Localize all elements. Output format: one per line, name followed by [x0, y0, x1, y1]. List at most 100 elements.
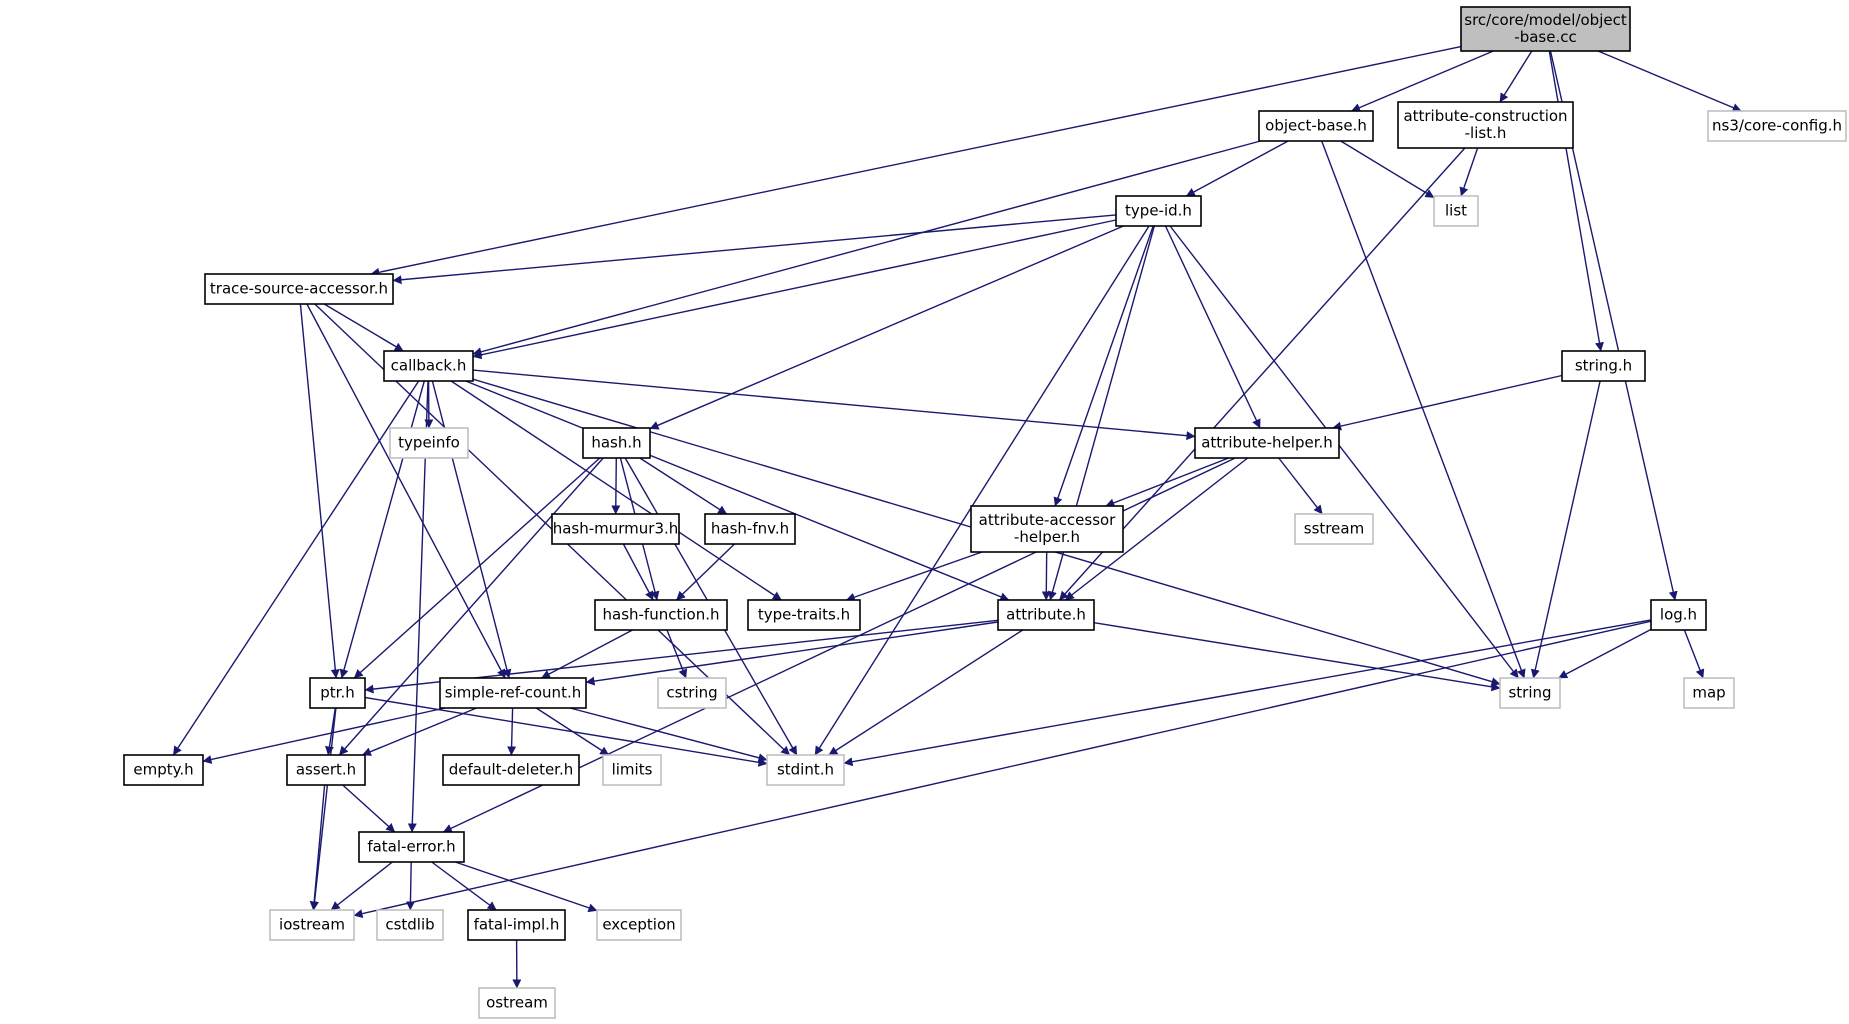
edge-object_base_h-to-string — [1321, 140, 1526, 679]
edge-simple_ref-to-stdint — [569, 707, 768, 763]
edge-root-to-core_config — [1597, 50, 1742, 112]
edge-log-to-string — [1558, 628, 1652, 679]
node-box — [596, 909, 682, 941]
node-attr_construction[interactable]: attribute-construction-list.h — [1397, 101, 1574, 149]
edge-attribute-to-string — [1093, 622, 1501, 692]
node-simple_ref[interactable]: simple-ref-count.h — [439, 677, 587, 709]
node-attr_accessor[interactable]: attribute-accessor-helper.h — [970, 505, 1124, 553]
node-cstdlib[interactable]: cstdlib — [376, 909, 444, 941]
edge-object_base_h-to-type_id — [1185, 140, 1289, 197]
node-stdint[interactable]: stdint.h — [766, 754, 845, 786]
node-box — [1115, 195, 1202, 227]
node-label: ptr.h — [320, 684, 354, 702]
node-iostream[interactable]: iostream — [269, 909, 355, 941]
node-box — [467, 909, 566, 941]
node-label: callback.h — [391, 357, 467, 375]
node-fatal_error[interactable]: fatal-error.h — [358, 831, 465, 863]
node-list[interactable]: list — [1433, 195, 1479, 227]
node-map[interactable]: map — [1683, 677, 1735, 709]
node-label: trace-source-accessor.h — [210, 280, 388, 298]
node-box — [204, 273, 394, 305]
node-box — [286, 754, 366, 786]
node-label: default-deleter.h — [449, 761, 574, 779]
edge-trace_source-to-ptr — [299, 303, 340, 679]
node-object_base_h[interactable]: object-base.h — [1258, 110, 1374, 142]
edge-attribute-to-stdint — [828, 629, 1024, 756]
node-fatal_impl[interactable]: fatal-impl.h — [467, 909, 566, 941]
node-string_h[interactable]: string.h — [1561, 350, 1646, 382]
node-empty[interactable]: empty.h — [123, 754, 204, 786]
node-box — [997, 599, 1095, 631]
edge-hash-to-hash_fnv — [639, 457, 728, 515]
node-box — [1561, 350, 1646, 382]
node-cstring[interactable]: cstring — [657, 677, 727, 709]
node-label: typeinfo — [398, 434, 460, 452]
edge-type_id-to-trace_source — [392, 214, 1117, 285]
node-hash_murmur[interactable]: hash-murmur3.h — [551, 513, 680, 545]
node-exception[interactable]: exception — [596, 909, 682, 941]
node-box — [1707, 110, 1847, 142]
node-label: -list.h — [1465, 124, 1507, 142]
node-label: ostream — [486, 994, 548, 1012]
edge-type_id-to-string — [1169, 225, 1519, 679]
node-box — [704, 513, 796, 545]
edge-string_h-to-attr_helper — [1332, 374, 1563, 431]
node-root[interactable]: src/core/model/object-base.cc — [1460, 6, 1631, 52]
node-ostream[interactable]: ostream — [478, 987, 556, 1019]
node-ptr[interactable]: ptr.h — [309, 677, 366, 709]
edge-simple_ref-to-default_deleter — [507, 707, 517, 756]
edge-trace_source-to-callback — [323, 303, 404, 352]
node-label: assert.h — [296, 761, 356, 779]
node-label: string — [1508, 684, 1551, 702]
edge-ptr-to-assert — [325, 707, 336, 756]
node-string[interactable]: string — [1499, 677, 1561, 709]
node-label: cstring — [666, 684, 717, 702]
node-type_traits[interactable]: type-traits.h — [747, 599, 861, 631]
edge-root-to-object_base_h — [1351, 50, 1494, 112]
nodes-layer: src/core/model/object-base.cc object-base… — [123, 6, 1847, 1019]
node-trace_source[interactable]: trace-source-accessor.h — [204, 273, 394, 305]
edge-attribute-to-simple_ref — [585, 621, 999, 686]
edge-callback-to-attr_helper — [472, 369, 1196, 441]
node-typeinfo[interactable]: typeinfo — [389, 427, 469, 459]
node-label: attribute-construction — [1403, 107, 1567, 125]
node-hash[interactable]: hash.h — [582, 427, 651, 459]
node-box — [123, 754, 204, 786]
node-sstream[interactable]: sstream — [1294, 513, 1374, 545]
node-label: fatal-error.h — [367, 838, 455, 856]
edge-callback-to-simple_ref — [431, 380, 512, 679]
node-log[interactable]: log.h — [1650, 599, 1707, 631]
edge-type_id-to-attr_accessor — [1053, 225, 1154, 507]
node-box — [1294, 513, 1374, 545]
node-box — [389, 427, 469, 459]
node-limits[interactable]: limits — [602, 754, 662, 786]
edge-log-to-iostream — [353, 620, 1652, 918]
edge-fatal_error-to-cstdlib — [405, 861, 415, 911]
node-attr_helper[interactable]: attribute-helper.h — [1194, 427, 1340, 459]
node-label: fatal-impl.h — [474, 916, 560, 934]
edge-attr_construction-to-attribute — [1058, 147, 1466, 601]
node-label: hash-function.h — [603, 606, 720, 624]
node-type_id[interactable]: type-id.h — [1115, 195, 1202, 227]
edge-hash-to-assert — [338, 457, 604, 756]
node-attribute[interactable]: attribute.h — [997, 599, 1095, 631]
edge-fatal_error-to-iostream — [330, 861, 393, 911]
node-label: limits — [612, 761, 653, 779]
node-label: stdint.h — [777, 761, 834, 779]
node-box — [383, 350, 474, 382]
node-label: attribute-helper.h — [1201, 434, 1333, 452]
node-label: empty.h — [133, 761, 193, 779]
edge-trace_source-to-simple_ref — [306, 303, 506, 679]
node-hash_function[interactable]: hash-function.h — [594, 599, 728, 631]
edge-assert-to-fatal_error — [342, 784, 396, 833]
node-hash_fnv[interactable]: hash-fnv.h — [704, 513, 796, 545]
node-assert[interactable]: assert.h — [286, 754, 366, 786]
node-default_deleter[interactable]: default-deleter.h — [442, 754, 580, 786]
node-box — [551, 513, 680, 545]
node-label: simple-ref-count.h — [445, 684, 581, 702]
node-label: hash-fnv.h — [711, 520, 789, 538]
node-label: string.h — [1575, 357, 1632, 375]
node-callback[interactable]: callback.h — [383, 350, 474, 382]
node-core_config[interactable]: ns3/core-config.h — [1707, 110, 1847, 142]
